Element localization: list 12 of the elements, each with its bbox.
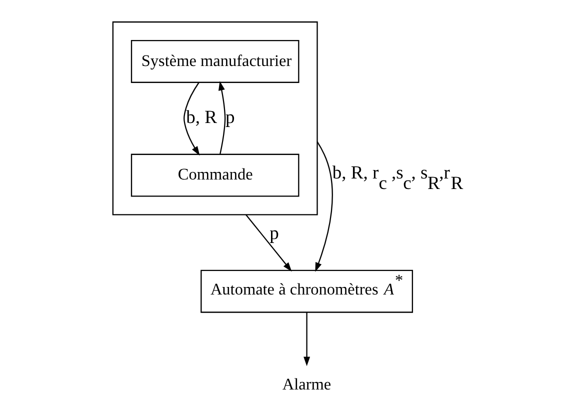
node-text: Alarme (282, 376, 331, 394)
cluster (112, 21, 318, 216)
arrow (314, 141, 332, 272)
arrow (245, 214, 292, 272)
edge-label: p (225, 106, 234, 128)
arrow (183, 82, 200, 156)
arrow (218, 81, 226, 154)
node-box: Commande (130, 154, 299, 197)
edge-label: p (269, 222, 278, 244)
edge-label: b, R (186, 106, 217, 128)
arrow (303, 312, 310, 366)
node-box: Système manufacturier (130, 40, 299, 83)
